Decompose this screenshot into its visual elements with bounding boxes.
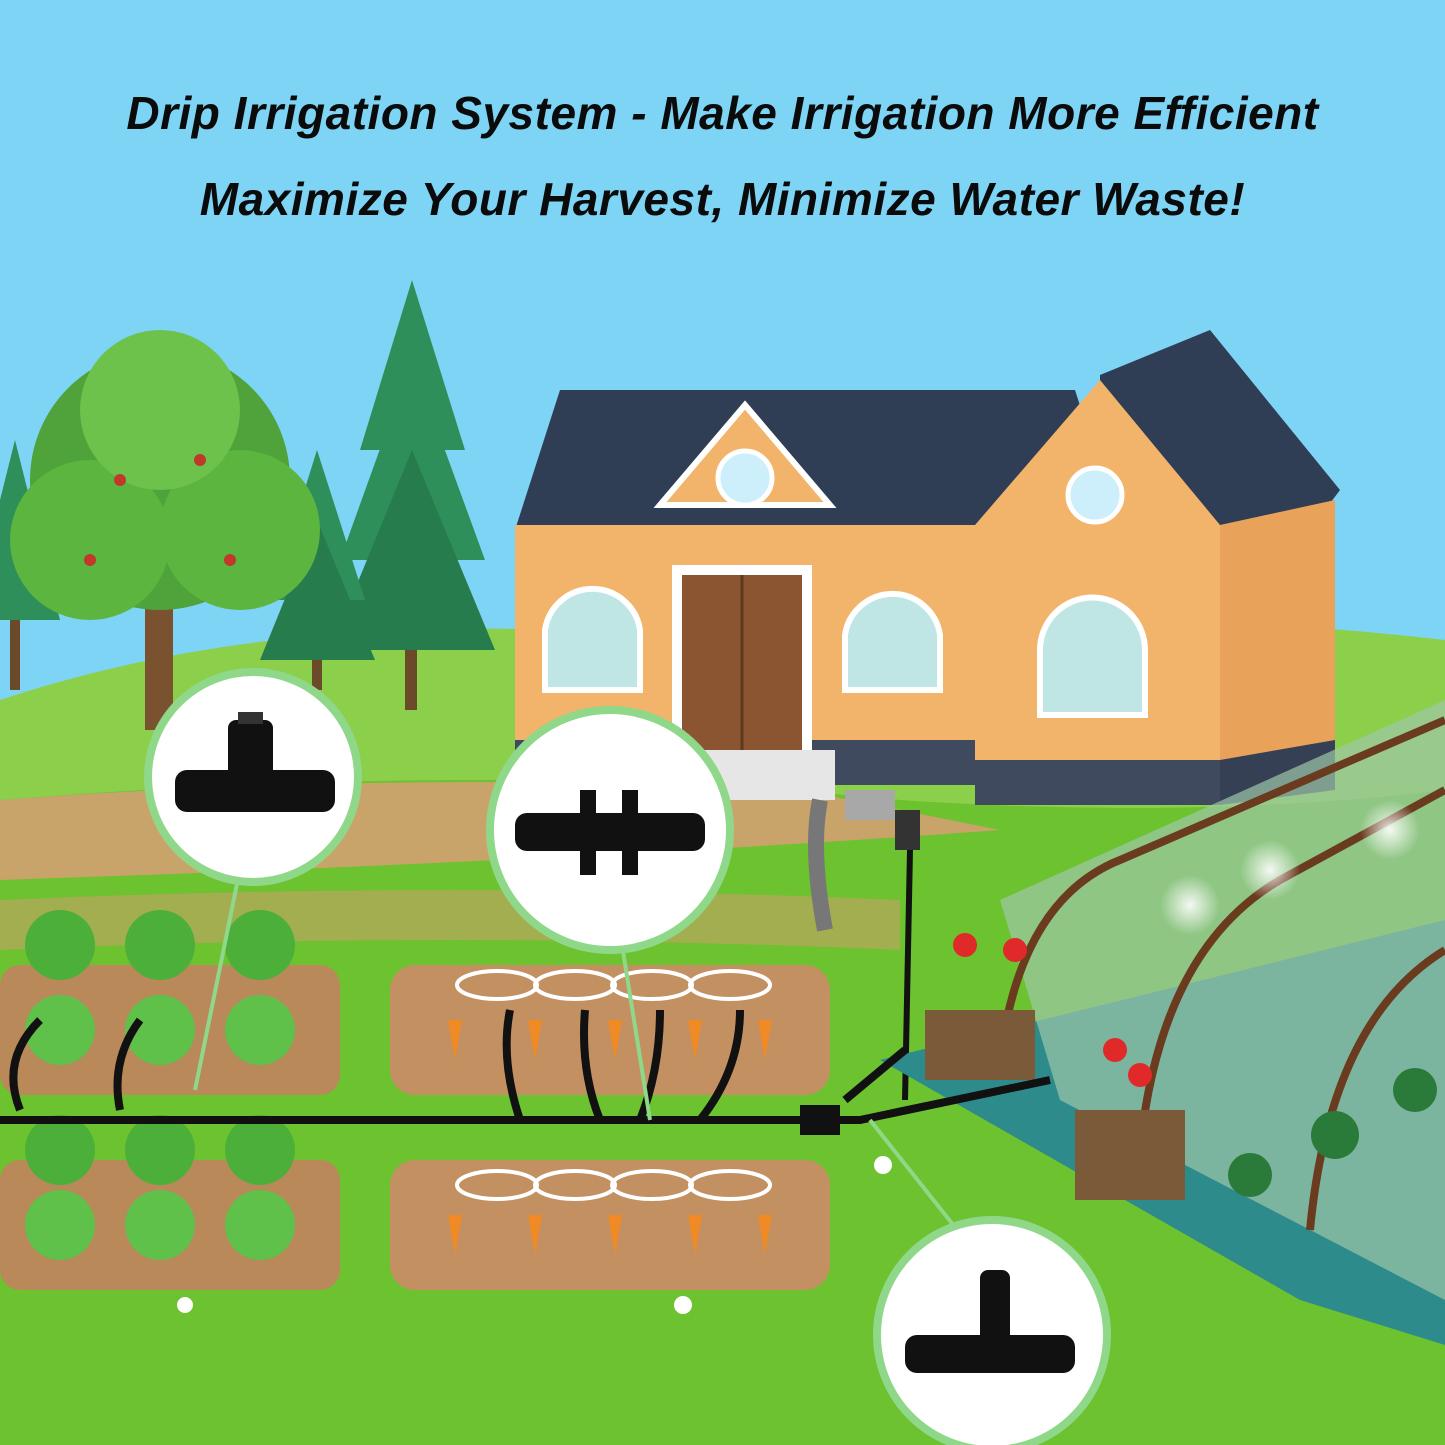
carrot-bed-lower xyxy=(390,1160,830,1290)
pipe-connector xyxy=(800,1105,840,1135)
barbed-tee-connector-icon xyxy=(905,1270,1075,1373)
four-way-splitter-icon xyxy=(515,790,705,875)
callout-tee-fitting xyxy=(144,668,362,886)
pipe-tee-fitting-icon xyxy=(175,712,335,812)
headline-title: Drip Irrigation System - Make Irrigation… xyxy=(126,87,1319,139)
tulip-planters xyxy=(925,933,1437,1200)
callout-barbed-tee xyxy=(873,1216,1111,1445)
apple-tree xyxy=(10,330,320,730)
vegetable-bed-upper xyxy=(0,910,340,1095)
headline-subtitle: Maximize Your Harvest, Minimize Water Wa… xyxy=(199,173,1246,225)
vegetable-bed-lower xyxy=(0,1115,340,1290)
main-irrigation-pipe xyxy=(0,1009,1051,1124)
white-flowers xyxy=(177,1156,892,1314)
pine-tree-large xyxy=(330,280,495,710)
callout-four-way-splitter xyxy=(486,706,734,954)
carrot-bed-upper xyxy=(390,965,830,1095)
